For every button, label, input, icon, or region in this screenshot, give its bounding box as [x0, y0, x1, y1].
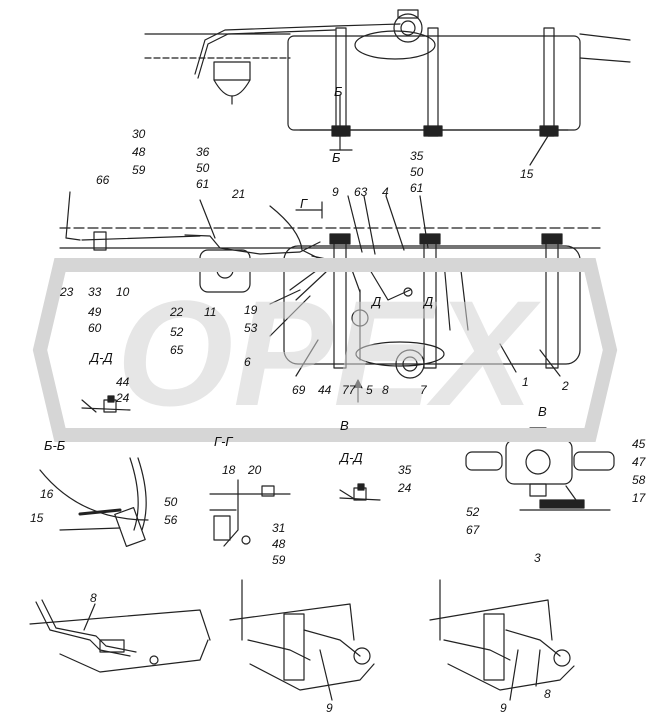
callout-1: 1	[522, 375, 529, 389]
callout-59: 59	[132, 163, 146, 177]
callout-50: 50	[410, 165, 424, 179]
callout-9: 9	[326, 701, 333, 715]
section-gg	[209, 479, 291, 547]
callout-8: 8	[90, 591, 97, 605]
callout-50: 50	[196, 161, 210, 175]
callout-59: 59	[272, 553, 286, 567]
callout-48: 48	[272, 537, 286, 551]
callout-3: 3	[534, 551, 541, 565]
callout-56: 56	[164, 513, 178, 527]
section-bb	[39, 457, 149, 547]
section-marker-b-bottom: Б	[332, 150, 341, 165]
callout-6: 6	[244, 355, 251, 369]
callout-7: 7	[420, 383, 427, 397]
callout-60: 60	[88, 321, 102, 335]
callout-22: 22	[170, 305, 184, 319]
section-title-bb: Б-Б	[44, 438, 66, 453]
callout-48: 48	[132, 145, 146, 159]
watermark-logo: OPEX	[32, 258, 618, 442]
callout-35: 35	[398, 463, 412, 477]
section-title-gg: Г-Г	[214, 434, 233, 449]
section-title-dd-mid: Д-Д	[340, 450, 363, 465]
callout-16: 16	[40, 487, 54, 501]
callout-24: 24	[116, 391, 130, 405]
section-dd-left	[81, 395, 131, 413]
top-view	[144, 9, 631, 166]
callout-52: 52	[466, 505, 480, 519]
callout-53: 53	[244, 321, 258, 335]
callout-5: 5	[366, 383, 373, 397]
callout-24: 24	[398, 481, 412, 495]
callout-9: 9	[332, 185, 339, 199]
callout-17: 17	[632, 491, 646, 505]
view-marker-v: В	[340, 418, 349, 433]
callout-8: 8	[382, 383, 389, 397]
tank-strap	[543, 27, 555, 137]
callout-67: 67	[466, 523, 480, 537]
callout-61: 61	[410, 181, 424, 195]
callout-10: 10	[116, 285, 130, 299]
callout-45: 45	[632, 437, 646, 451]
callout-47: 47	[632, 455, 646, 469]
callout-11: 11	[204, 305, 217, 319]
watermark-text: OPEX	[117, 269, 542, 437]
callout-36: 36	[196, 145, 210, 159]
callout-50: 50	[164, 495, 178, 509]
section-marker-d-right: Д	[424, 294, 434, 309]
callout-15: 15	[520, 167, 534, 181]
callout-9: 9	[500, 701, 507, 715]
callout-66: 66	[96, 173, 110, 187]
callout-30: 30	[132, 127, 146, 141]
callout-23: 23	[60, 285, 74, 299]
filler-cap-side	[395, 349, 425, 379]
callout-69: 69	[292, 383, 306, 397]
fuel-tank-top	[287, 35, 581, 131]
callout-58: 58	[632, 473, 646, 487]
callout-49: 49	[88, 305, 102, 319]
callout-77: 77	[342, 383, 356, 397]
fuel-tank-side	[283, 245, 581, 365]
callout-20: 20	[248, 463, 262, 477]
callout-21: 21	[232, 187, 246, 201]
callout-19: 19	[244, 303, 258, 317]
callout-15: 15	[30, 511, 44, 525]
view-label-v: В	[538, 404, 547, 419]
section-marker-d-left: Д	[372, 294, 382, 309]
callout-4: 4	[382, 185, 389, 199]
bottom-detail-left	[29, 599, 211, 673]
callout-44: 44	[318, 383, 332, 397]
callout-63: 63	[354, 185, 368, 199]
bottom-detail-right	[429, 579, 575, 701]
tank-strap	[427, 27, 439, 137]
section-title-dd-left: Д-Д	[90, 350, 113, 365]
callout-61: 61	[196, 177, 210, 191]
callout-65: 65	[170, 343, 184, 357]
callout-35: 35	[410, 149, 424, 163]
section-marker-g: Г	[300, 196, 308, 211]
callout-18: 18	[222, 463, 236, 477]
tank-strap	[335, 27, 347, 137]
callout-31: 31	[272, 521, 286, 535]
callout-44: 44	[116, 375, 130, 389]
callout-33: 33	[88, 285, 102, 299]
callout-2: 2	[562, 379, 569, 393]
callout-8: 8	[544, 687, 551, 701]
filler-cap	[393, 13, 423, 43]
bottom-detail-mid	[229, 579, 375, 701]
callout-52: 52	[170, 325, 184, 339]
section-marker-b: Б	[334, 84, 343, 99]
section-dd-mid	[339, 483, 381, 501]
